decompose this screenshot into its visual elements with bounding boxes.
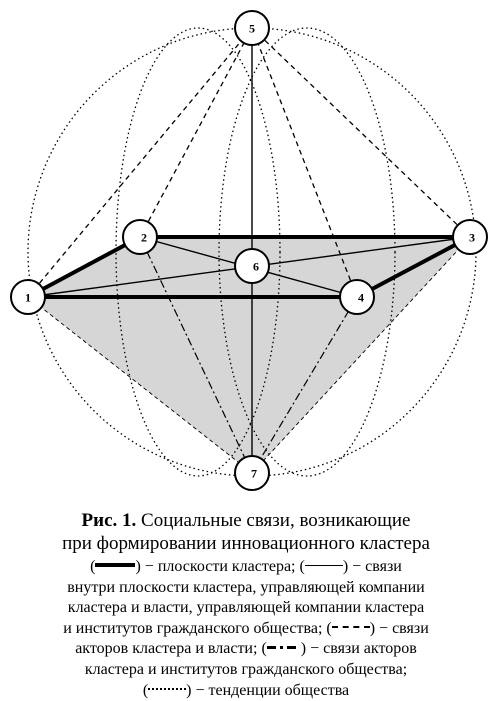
legend-dashdot-text: − связи акторов — [306, 640, 417, 658]
actors-civil-links — [139, 236, 358, 474]
meridian-right — [218, 27, 396, 477]
caption-title-part-2: при формировании инновационного кластера — [62, 533, 430, 554]
link-3-7 — [251, 236, 471, 474]
figure-caption: Рис. 1. Социальные связи, возникающие пр… — [6, 509, 486, 701]
caption-line-4: и институтов гражданского общества; () −… — [63, 619, 429, 637]
caption-line-6: кластера и институтов гражданского общес… — [84, 660, 408, 678]
caption-line-7: () − тенденции общества — [142, 681, 350, 699]
link-2-7 — [139, 236, 253, 474]
node-4: 4 — [339, 279, 375, 315]
node-7: 7 — [234, 455, 270, 491]
legend-thin-text: − связи — [348, 558, 402, 575]
meridian-left — [115, 27, 281, 477]
node-1: 1 — [10, 279, 46, 315]
node-2-label: 2 — [141, 231, 147, 245]
caption-line-1: () − плоскости кластера; () − связи — [90, 558, 402, 575]
caption-line-5-text: акторов кластера и власти; — [75, 640, 262, 658]
legend-thin-line-icon — [304, 564, 343, 566]
caption-title-line-1: Рис. 1. Социальные связи, возникающие — [6, 509, 486, 532]
legend-dashed-line-icon — [331, 626, 370, 629]
caption-title-part-1: Социальные связи, возникающие — [141, 510, 411, 531]
node-6-label: 6 — [253, 260, 259, 274]
node-5-label: 5 — [249, 22, 255, 36]
caption-line-3: кластера и власти, управляющей компании … — [67, 599, 425, 617]
node-3: 3 — [452, 219, 488, 255]
link-4-7 — [251, 296, 358, 474]
node-5: 5 — [234, 10, 270, 46]
actors-power-links — [27, 27, 471, 298]
cluster-diagram: 1 2 3 4 5 6 7 — [10, 10, 488, 491]
legend-dashed-text: − связи — [375, 619, 429, 637]
caption-line-4-text: и институтов гражданского общества; — [63, 619, 327, 637]
link-1-5 — [27, 27, 253, 298]
link-4-5 — [251, 27, 358, 298]
lower-edges — [27, 236, 471, 474]
link-1-7 — [27, 296, 253, 474]
link-3-5 — [251, 27, 471, 238]
legend-bold-line-icon — [95, 563, 136, 568]
caption-title: Рис. 1. Социальные связи, возникающие пр… — [6, 509, 486, 555]
legend-dotted-text: − тенденции общества — [191, 681, 350, 699]
legend-plane-text: − плоскости кластера; — [140, 558, 300, 575]
legend-dashdot-line-icon — [266, 646, 301, 650]
link-2-5 — [139, 27, 253, 238]
caption-line-2: внутри плоскости кластера, управляющей к… — [67, 578, 425, 596]
caption-legend: () − плоскости кластера; () − связи внут… — [6, 557, 486, 701]
nodes: 1 2 3 4 5 6 7 — [10, 10, 488, 491]
caption-line-5: акторов кластера и власти; () − связи ак… — [75, 640, 417, 658]
node-6: 6 — [234, 248, 270, 284]
figure-label: Рис. 1. — [81, 510, 137, 531]
node-3-label: 3 — [469, 231, 475, 245]
node-2: 2 — [122, 219, 158, 255]
node-7-label: 7 — [251, 467, 257, 481]
node-4-label: 4 — [358, 291, 364, 305]
legend-dotted-line-icon — [148, 687, 187, 690]
node-1-label: 1 — [25, 291, 31, 305]
